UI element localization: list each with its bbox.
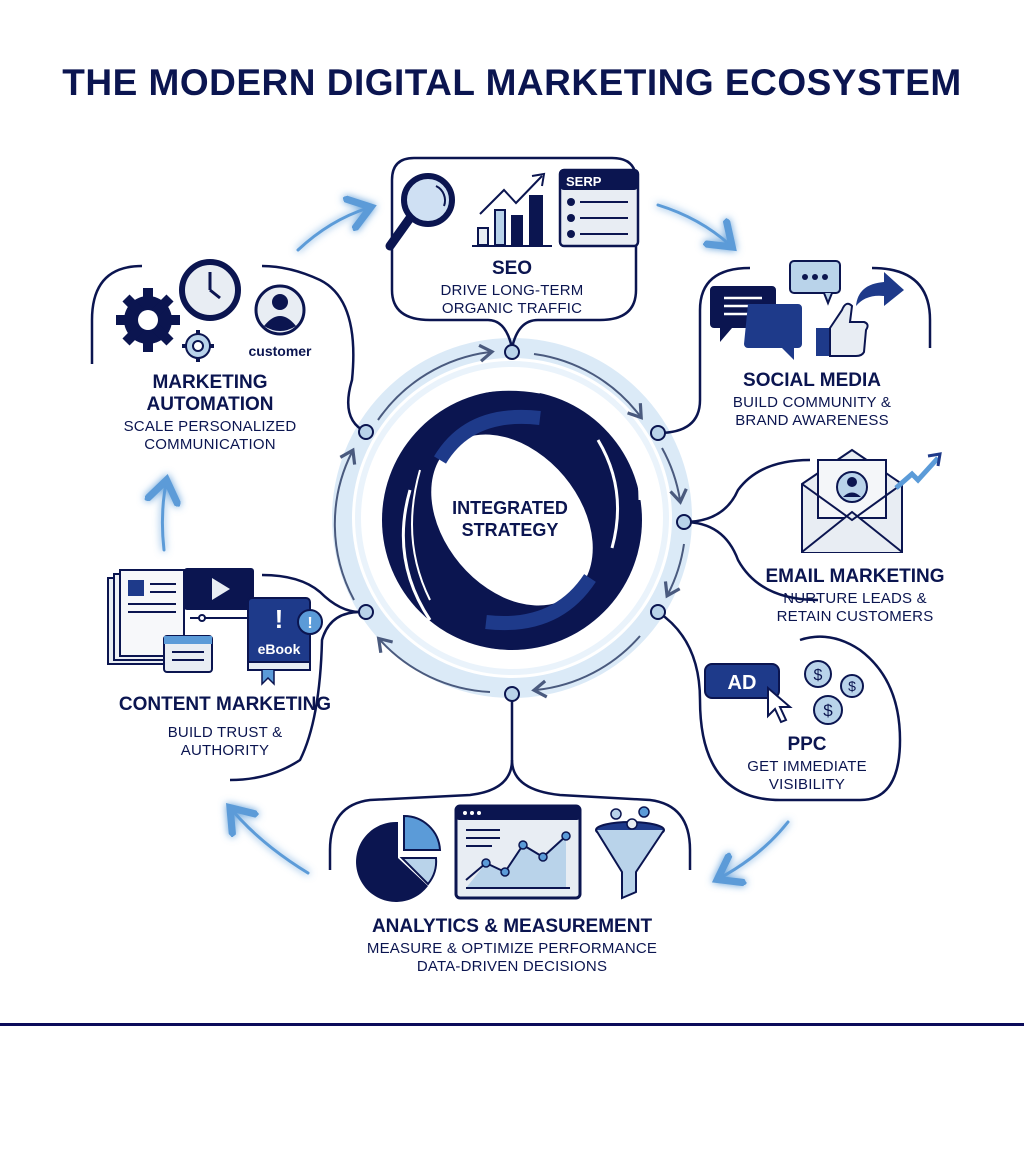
svg-text:$: $	[814, 667, 823, 684]
alert-icon: !	[297, 609, 323, 635]
node-title: SEO	[491, 258, 533, 279]
node-ppc: PPC GET IMMEDIATE VISIBILITY	[712, 734, 902, 794]
bar-chart-icon	[472, 172, 552, 247]
node-title: MARKETING	[152, 372, 268, 393]
cursor-icon	[767, 685, 793, 724]
email-icons	[801, 448, 942, 553]
flow-arrow-icon	[162, 483, 166, 552]
customer-label: customer	[248, 343, 312, 359]
node-subtitle: SCALE PERSONALIZED	[123, 418, 297, 435]
node-subtitle: RETAIN CUSTOMERS	[776, 608, 934, 625]
node-subtitle: BUILD COMMUNITY &	[732, 394, 892, 411]
funnel-icon	[595, 806, 665, 900]
browser-card-icon	[163, 635, 213, 673]
customer-avatar-icon	[254, 284, 306, 336]
svg-text:eBook: eBook	[258, 641, 301, 657]
node-title: PPC	[787, 734, 827, 755]
chat-bubble-secondary-icon	[744, 304, 802, 360]
node-subtitle: ORGANIC TRAFFIC	[441, 300, 583, 317]
svg-text:$: $	[823, 701, 833, 720]
node-subtitle: BRAND AWARENESS	[735, 412, 889, 429]
node-analytics: ANALYTICS & MEASUREMENT MEASURE & OPTIMI…	[312, 916, 712, 976]
thumbs-up-icon	[816, 302, 869, 357]
trend-arrow-icon	[894, 456, 940, 490]
flow-arrow-icon	[656, 203, 730, 245]
seo-icons: SERP	[385, 168, 640, 251]
node-connectors	[90, 156, 932, 870]
node-subtitle: BUILD TRUST &	[167, 724, 283, 741]
flow-arrow-icon	[232, 810, 310, 875]
cycle-arrows	[333, 343, 688, 699]
node-social-media: SOCIAL MEDIA BUILD COMMUNITY & BRAND AWA…	[712, 370, 912, 430]
document-icon	[107, 569, 185, 665]
center-label: INTEGRATED STRATEGY	[452, 498, 568, 540]
outer-flow-arrows	[162, 203, 790, 878]
share-arrow-icon	[856, 272, 904, 306]
svg-text:AD: AD	[728, 672, 757, 694]
line-chart-window-icon	[454, 804, 582, 900]
node-subtitle: MEASURE & OPTIMIZE PERFORMANCE	[366, 940, 658, 957]
envelope-icon	[801, 448, 903, 553]
clock-icon	[179, 259, 241, 321]
serp-icon: SERP	[558, 168, 640, 248]
node-title: CONTENT MARKETING	[118, 694, 332, 715]
svg-text:!: !	[275, 604, 284, 634]
node-subtitle: NURTURE LEADS &	[783, 590, 927, 607]
node-email-marketing: EMAIL MARKETING NURTURE LEADS & RETAIN C…	[745, 566, 965, 626]
svg-text:!: !	[307, 615, 312, 632]
svg-text:$: $	[848, 678, 856, 694]
flow-arrow-icon	[720, 820, 790, 878]
node-subtitle: DRIVE LONG-TERM	[440, 282, 584, 299]
integrated-strategy-swirl-icon	[382, 387, 642, 654]
bottom-divider	[0, 1023, 1024, 1026]
small-gear-icon	[182, 330, 214, 362]
node-content-marketing: CONTENT MARKETING BUILD TRUST & AUTHORIT…	[100, 694, 350, 760]
node-subtitle: GET IMMEDIATE	[747, 758, 867, 775]
automation-icons: customer	[116, 259, 312, 362]
node-subtitle: VISIBILITY	[768, 776, 846, 793]
gear-icon	[116, 288, 180, 352]
node-title-2: AUTOMATION	[146, 394, 274, 415]
analytics-icons	[356, 804, 665, 902]
dollar-coin-icon: $ $ $	[804, 660, 864, 725]
node-subtitle: COMMUNICATION	[144, 436, 276, 453]
node-title: EMAIL MARKETING	[765, 566, 945, 587]
node-title: SOCIAL MEDIA	[743, 370, 881, 391]
ebook-icon: ! eBook	[247, 597, 311, 686]
ppc-icons: AD $ $ $	[704, 660, 864, 725]
node-subtitle: AUTHORITY	[180, 742, 270, 759]
node-subtitle: DATA-DRIVEN DECISIONS	[416, 958, 608, 975]
ad-button-icon	[704, 663, 780, 699]
connector-nodes	[358, 344, 692, 702]
node-seo: SEO DRIVE LONG-TERM ORGANIC TRAFFIC	[412, 258, 612, 318]
page-title: THE MODERN DIGITAL MARKETING ECOSYSTEM	[62, 62, 962, 103]
magnifier-icon	[385, 173, 455, 251]
flow-arrow-icon	[296, 208, 368, 252]
node-title: ANALYTICS & MEASUREMENT	[371, 916, 653, 937]
svg-text:SERP: SERP	[566, 174, 602, 189]
node-marketing-automation: MARKETING AUTOMATION SCALE PERSONALIZED …	[110, 372, 310, 454]
content-icons: ! eBook !	[107, 568, 323, 686]
social-icons	[710, 260, 904, 360]
pie-chart-icon	[356, 814, 442, 902]
video-icon	[184, 568, 254, 622]
typing-bubble-icon	[789, 260, 841, 306]
